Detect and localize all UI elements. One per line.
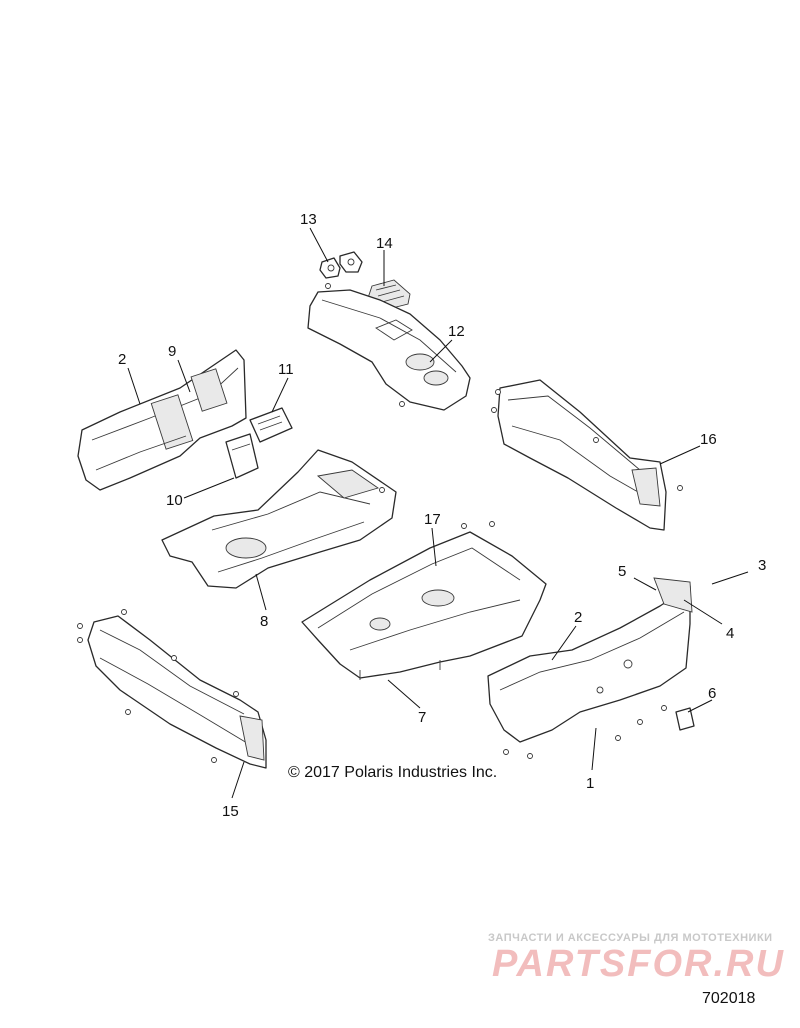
callout-2-right: 2 xyxy=(574,609,582,626)
copyright-text: © 2017 Polaris Industries Inc. xyxy=(288,764,498,781)
watermark-tagline: ЗАПЧАСТИ И АКСЕССУАРЫ ДЛЯ МОТОТЕХНИКИ xyxy=(488,932,773,944)
part-2-firewall xyxy=(77,349,247,491)
callout-4: 4 xyxy=(726,625,734,642)
callout-2-left: 2 xyxy=(118,351,126,368)
callout-9: 9 xyxy=(168,343,176,360)
fasteners xyxy=(77,283,683,763)
part-15-side-panel-left xyxy=(87,615,267,769)
callout-15: 15 xyxy=(222,803,239,820)
part-8-floor-upper xyxy=(161,449,397,589)
callout-12: 12 xyxy=(448,323,465,340)
callout-8: 8 xyxy=(260,613,268,630)
callout-14: 14 xyxy=(376,235,393,252)
part-16-side-panel-right xyxy=(497,379,667,531)
callout-16: 16 xyxy=(700,431,717,448)
callout-6: 6 xyxy=(708,685,716,702)
leader-lines xyxy=(127,227,749,799)
callout-11: 11 xyxy=(278,361,294,378)
callout-1: 1 xyxy=(586,775,594,792)
callout-5: 5 xyxy=(618,563,626,580)
part-6-clip xyxy=(675,707,695,731)
part-1-rear-floor xyxy=(487,577,693,743)
callout-labels: 13 14 12 2 9 11 10 8 16 17 7 2 5 3 4 6 1… xyxy=(118,211,766,820)
watermark-logo: PARTSFOR.RU xyxy=(492,943,785,985)
part-12-console xyxy=(307,289,471,411)
callout-3: 3 xyxy=(758,557,766,574)
part-10-cover xyxy=(225,433,259,479)
part-13-brackets xyxy=(319,251,363,279)
callout-7: 7 xyxy=(418,709,426,726)
callout-13: 13 xyxy=(300,211,317,228)
figure-number: 702018 xyxy=(702,990,756,1007)
part-7-floor-main xyxy=(301,531,547,680)
part-11-plate xyxy=(249,407,293,443)
callout-10: 10 xyxy=(166,492,183,509)
callout-17: 17 xyxy=(424,511,441,528)
